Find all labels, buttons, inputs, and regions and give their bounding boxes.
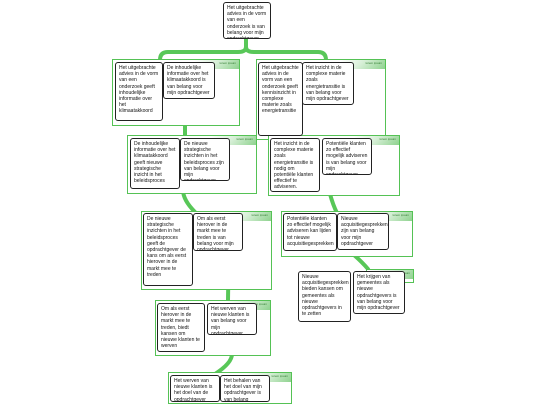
reason-goal-important[interactable]: Het behalen van het doel van mijn opdrac… [220, 375, 270, 402]
frame-label: lorem ipsum [250, 302, 267, 306]
reason-acquisition-important[interactable]: Nieuwe acquisitiegesprekken zijn van bel… [337, 213, 389, 250]
claim-root[interactable]: Het uitgebrachte advies in de vorm van e… [223, 2, 271, 39]
reason-strategic-insight-important[interactable]: De nieuwe strategische inzichten in het … [180, 138, 230, 181]
reason-climate-info-strategic-insight[interactable]: De inhoudelijke informatie over het klim… [130, 138, 180, 189]
reason-acquisition-municipalities[interactable]: Nieuwe acquisitiegesprekken bieden kanse… [298, 271, 351, 322]
frame-label: lorem ipsum [219, 61, 236, 65]
link-root-right [244, 37, 328, 62]
frame-label: lorem ipsum [251, 213, 268, 217]
reason-first-to-market-new-clients[interactable]: Om als eerst hierover in de markt mee te… [157, 303, 205, 352]
reason-insight-needed-for-advice[interactable]: Het inzicht in de complexe materie zoals… [270, 138, 320, 192]
link-right-l4 [352, 253, 370, 271]
link-left-l5 [213, 352, 234, 376]
reason-new-clients-important[interactable]: Het werven van nieuwe klanten is van bel… [207, 303, 257, 335]
reason-advice-informs-climate-agreement[interactable]: Het uitgebrachte advies in de vorm van e… [115, 62, 163, 121]
reason-effective-advice-acquisition[interactable]: Potentiële klanten zo effectief mogelijk… [283, 213, 337, 251]
reason-strategic-insight-first-to-market[interactable]: De nieuwe strategische inzichten in het … [143, 213, 193, 286]
frame-label: lorem ipsum [271, 374, 288, 378]
frame-label: lorem ipsum [392, 213, 409, 217]
frame-label: lorem ipsum [236, 137, 253, 141]
reason-first-to-market-important[interactable]: Om als eerst hierover in de markt mee te… [193, 213, 243, 251]
reason-municipalities-important[interactable]: Het krijgen van gemeentes als nieuwe opd… [353, 271, 405, 314]
reason-insight-energy-important[interactable]: Het inzicht in de complexe materie zoals… [302, 62, 354, 105]
reason-effective-advice-important[interactable]: Potentiële klanten zo effectief mogelijk… [322, 138, 372, 175]
frame-label: lorem ipsum [379, 137, 396, 141]
link-root-left [158, 37, 248, 62]
reason-advice-gives-insight-energy[interactable]: Het uitgebrachte advies in de vorm van e… [258, 62, 303, 136]
reason-new-clients-goal[interactable]: Het werven van nieuwe klanten is het doe… [170, 375, 220, 402]
frame-label: lorem ipsum [365, 61, 382, 65]
reason-climate-info-important[interactable]: De inhoudelijke informatie over het klim… [163, 62, 215, 99]
